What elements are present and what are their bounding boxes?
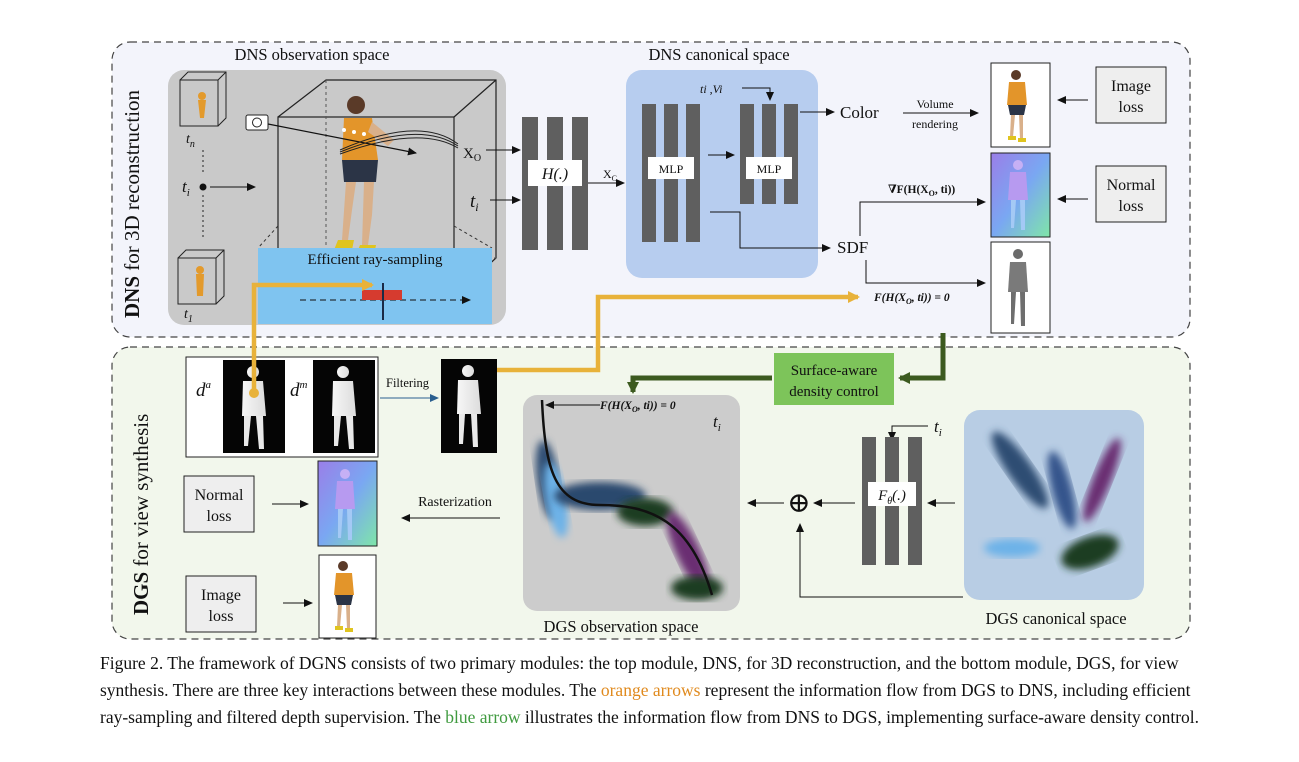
dgs-observation-title: DGS observation space [544,617,699,636]
depth-map-m [313,360,375,453]
dgs-image-loss-box [185,575,257,633]
dns-image-loss-label-2: loss [1119,99,1144,116]
mlp1-label: MLP [659,162,684,176]
orange-arrow-depth-supervision [497,291,860,373]
surface-aware-density-box [774,353,894,405]
depth-a-label: da [196,379,212,401]
dgs-canonical-title: DGS canonical space [985,609,1126,628]
ti-deformation-label: ti [934,417,942,439]
green-arrow-to-observation [627,375,772,394]
caption-orange-arrows: orange arrows [600,680,701,700]
filtering-label: Filtering [386,376,430,390]
dns-rendered-color-image [990,62,1051,148]
dgs-side-label: DGS for view synthesis [129,414,153,615]
caption-text-3: illustrates the information flow from DN… [520,707,1200,727]
mlp2-label: MLP [757,162,782,176]
dns-normal-loss-label-1: Normal [1107,177,1156,194]
dns-module: DNS for 3D reconstruction DNS observatio… [111,41,1191,338]
volume-rendering-label-1: Volume [916,97,953,111]
dns-normal-loss-label-2: loss [1119,198,1144,215]
x-o-label: XO [463,146,481,164]
caption-blue-arrow: blue arrow [445,707,521,727]
volume-rendering-label-2: rendering [912,117,958,131]
dgns-framework-diagram: DNS for 3D reconstruction DNS observatio… [111,41,1191,640]
dns-image-loss-box [1095,66,1167,124]
h-deformation-network: H(.) [522,117,588,250]
mlp-network-1: MLP [642,104,700,242]
dgs-image-loss-label-1: Image [201,587,241,604]
dgs-observation-panel [523,395,740,611]
surface-eq-label-dns: F(H(XO, ti)) = 0 [873,292,950,306]
h-function-label: H(.) [541,166,568,183]
person-figure [334,96,394,255]
time-point-ti [199,183,207,191]
surface-aware-label-2: density control [789,384,879,400]
filtered-depth-map [441,359,497,453]
time-label-ti: ti [182,177,190,199]
plus-operator: ⊕ [787,488,810,519]
ti-observation-label: ti [713,412,721,434]
dns-normal-loss-box [1095,165,1167,223]
surface-eq-label-dgs: F(H(XO, ti)) = 0 [599,400,676,414]
ti-input-label: ti [470,191,479,214]
dgs-image-loss-label-2: loss [209,608,234,625]
camera-icon [245,114,269,131]
gradient-label: ∇F(H(XO, ti)) [888,184,955,198]
dns-observation-title: DNS observation space [235,45,390,64]
rasterization-label: Rasterization [418,495,492,510]
color-label: Color [840,103,879,122]
dns-rendered-normal-image [990,152,1051,238]
surface-aware-label-1: Surface-aware [791,363,878,379]
f-theta-label: Fθ(.) [877,488,906,507]
dns-side-label: DNS for 3D reconstruction [120,89,144,318]
dgs-canonical-panel [964,410,1144,600]
mlp-network-2: MLP [740,104,798,204]
caption-text-1: Figure 2. The framework of DGNS consists… [100,653,1179,700]
dgs-rendered-color-image [318,554,377,639]
orange-flow-arrows [249,279,860,398]
green-arrow-density-control [898,333,946,384]
dgs-module: DGS for view synthesis da dm Filtering [111,346,1191,640]
sdf-label: SDF [837,238,868,257]
efficient-ray-sampling-label: Efficient ray-sampling [307,252,443,268]
dgs-normal-loss-label-2: loss [207,508,232,525]
dns-canonical-title: DNS canonical space [648,45,789,64]
depth-m-label: dm [290,379,308,401]
dns-image-loss-label-1: Image [1111,78,1151,95]
dns-rendered-mesh-image [990,241,1051,334]
x-c-label: XC [603,167,617,183]
orange-arrow-ray-sampling [251,279,374,393]
f-theta-network: Fθ(.) [862,437,922,565]
time-label-tn: tn [186,132,195,150]
time-cube-t1 [177,249,225,305]
dgs-normal-loss-label-1: Normal [195,487,244,504]
time-cube-tn [179,71,227,127]
dgs-normal-loss-box [183,475,255,533]
figure-caption: Figure 2. The framework of DGNS consists… [100,650,1200,731]
dgs-rendered-normal-image [317,460,378,547]
caption-text-2: represent the information flow from DGS … [100,680,1191,727]
ti-vi-label: ti ,Vi [700,82,722,96]
time-label-t1: t1 [184,307,193,325]
